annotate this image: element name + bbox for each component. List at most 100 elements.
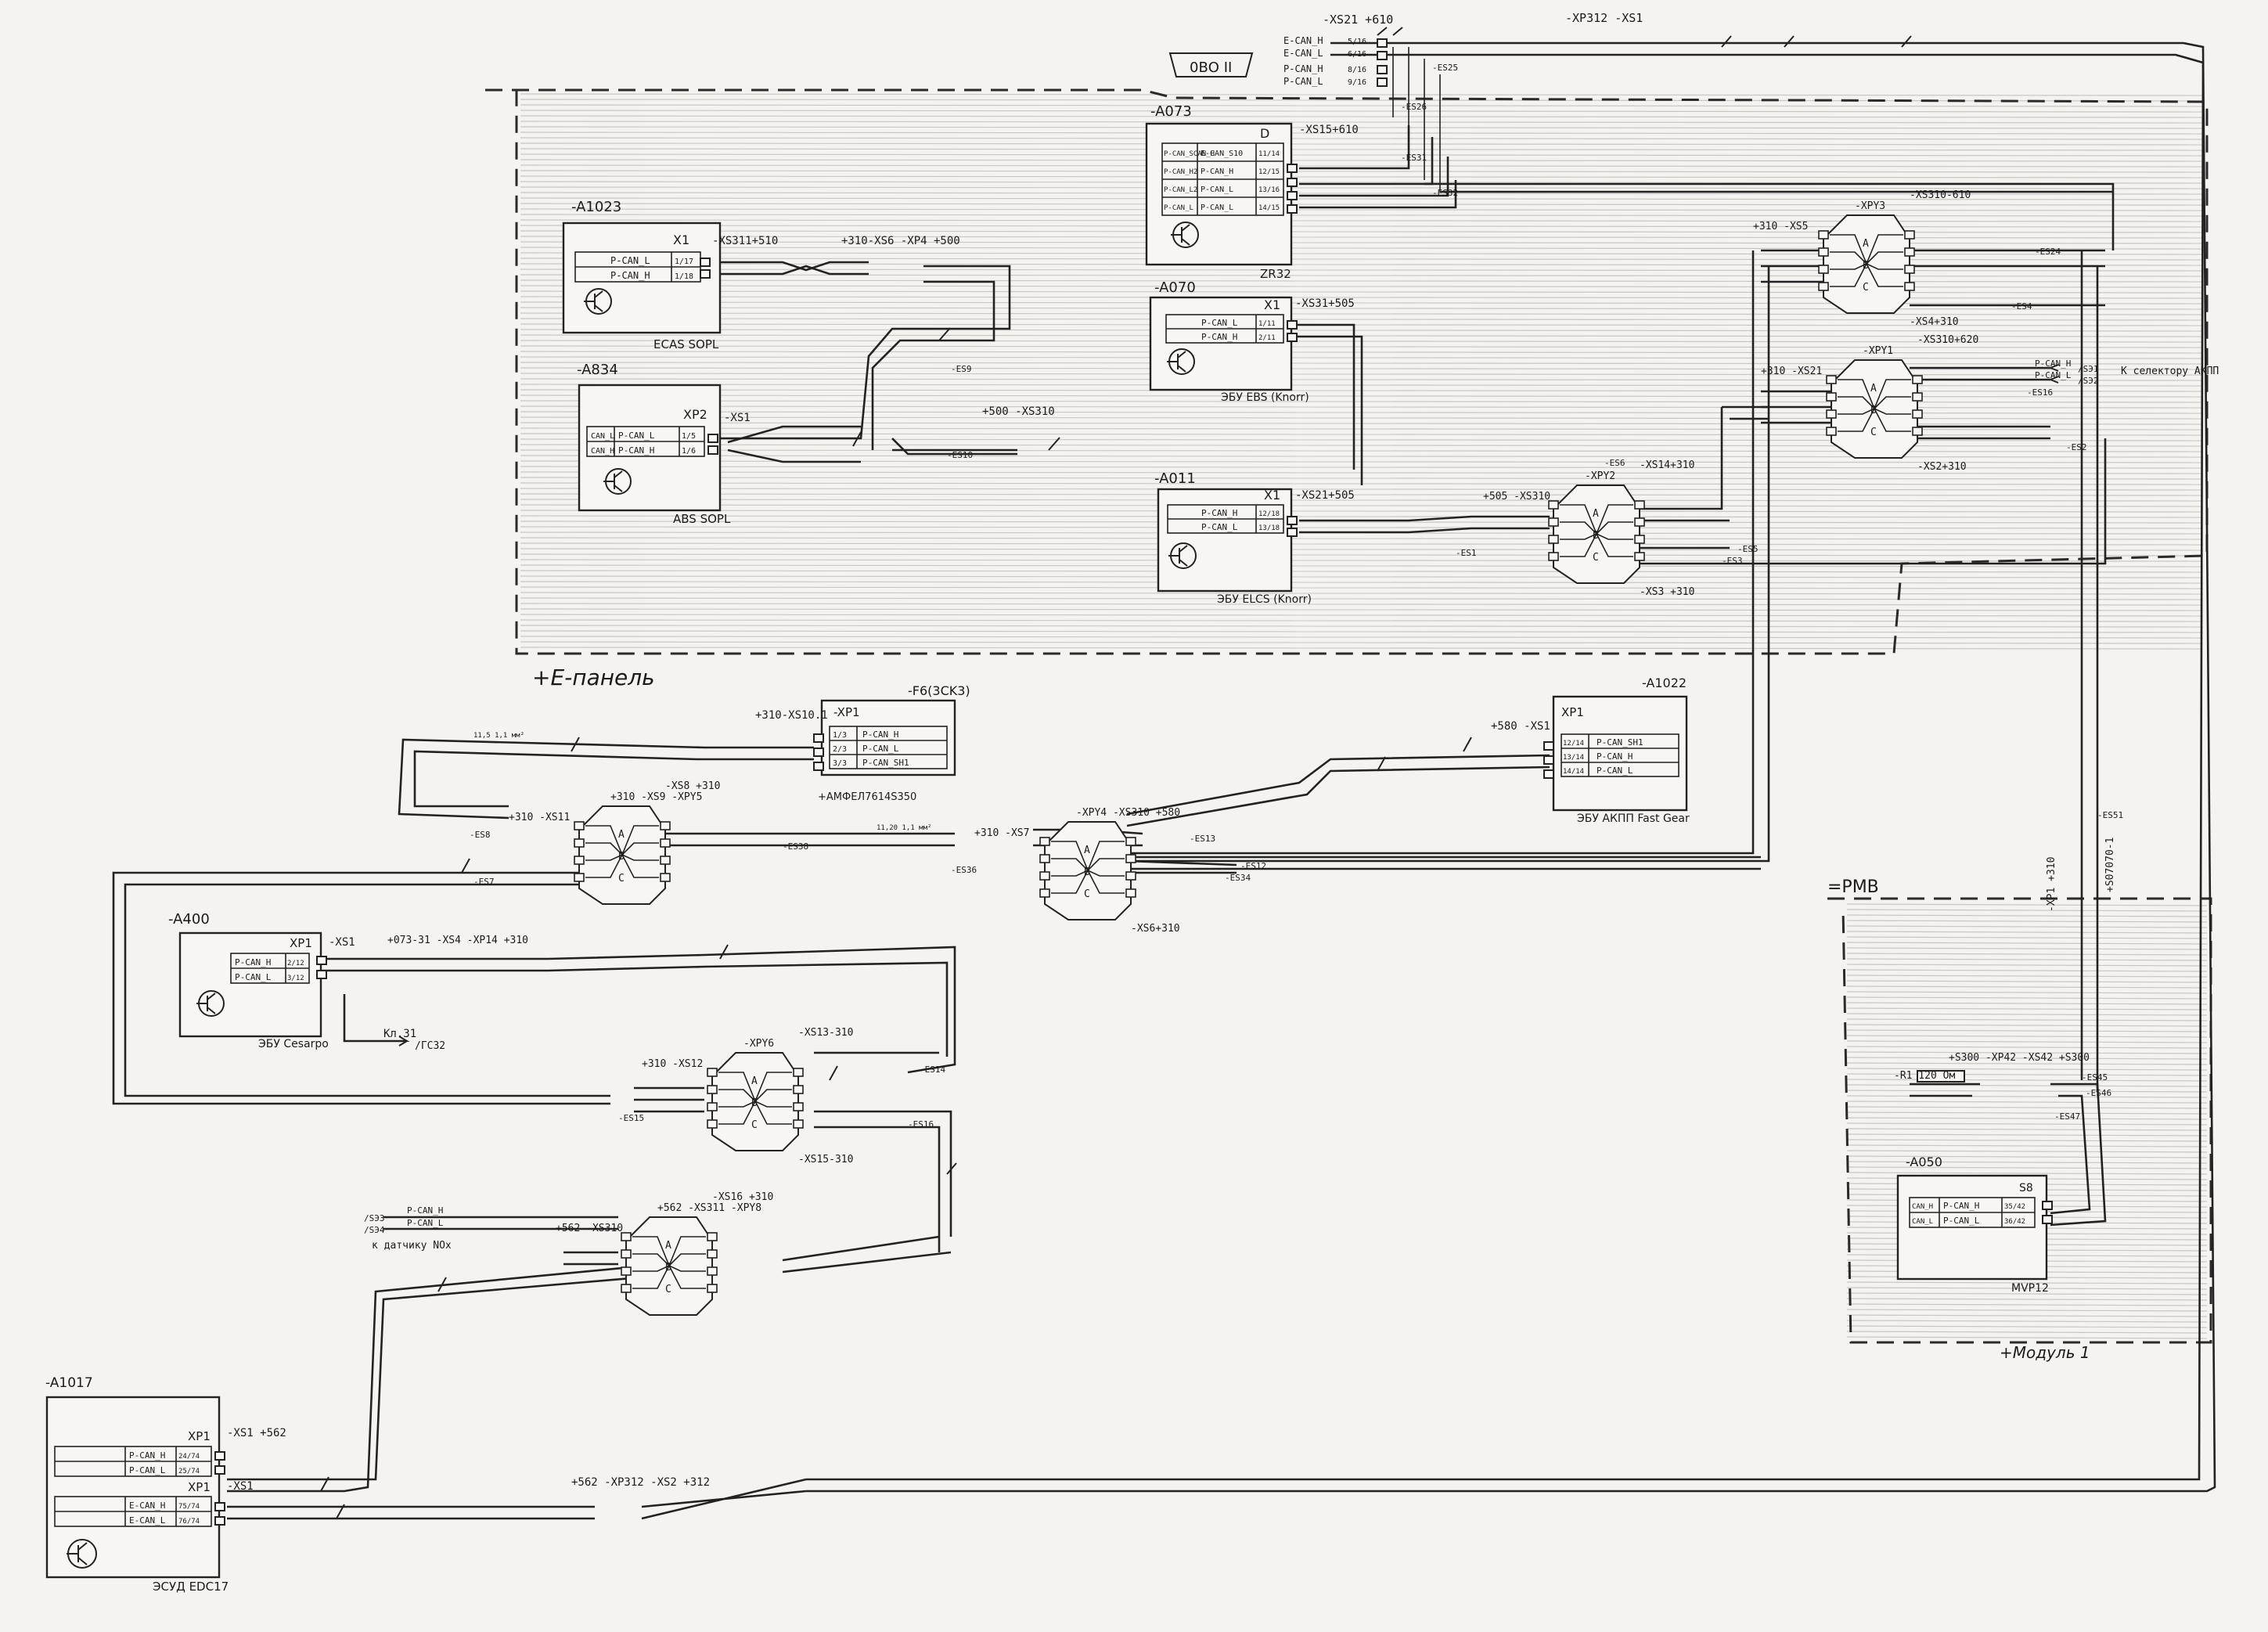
label-kl31: Кл.31 <box>383 1028 416 1040</box>
label-top-conn-a: -XS21 +610 <box>1323 13 1393 27</box>
label-wire-spec2: 11,20 1,1 мм² <box>877 824 931 832</box>
a073-pin4-alias: P-CAN_L <box>1164 204 1193 212</box>
label-k-selector: К селектору АКПП <box>2121 366 2219 377</box>
shield-label: -ES16 <box>2027 387 2053 398</box>
a1022-pin3-signal: P-CAN_L <box>1597 766 1633 776</box>
label-conn-f6: +310-XS10.1 <box>755 709 828 722</box>
shield-label: -ES14 <box>920 1065 945 1075</box>
junction-bottom-label: -XS6+310 <box>1131 923 1180 935</box>
label-pmb-conn2: +S07070-1 <box>2104 838 2116 892</box>
unit-a834-plug: XP2 <box>683 407 707 422</box>
unit-f6-title: +АМФЕЛ7614S350 <box>818 791 916 803</box>
unit-a073: -A073 D P-CAN_SCAN_H E-CAN_S10 11/14 P-C… <box>1145 103 1293 281</box>
shield-label: -ES36 <box>951 865 977 875</box>
unit-a050-plug: S8 <box>2019 1182 2033 1194</box>
a073-pin2-signal: P-CAN_H <box>1201 168 1233 176</box>
label-top-signal-1: E-CAN_H <box>1283 35 1323 46</box>
a1017-pin4-signal: E-CAN_L <box>129 1515 166 1526</box>
unit-a400-plug: XP1 <box>290 936 312 950</box>
label-top-pin-2: 6/16 <box>1348 50 1366 59</box>
label-edc-conn2: -XS1 <box>227 1480 254 1493</box>
junction-pin-letter: C <box>1593 552 1599 564</box>
unit-a050: -A050 S8 CAN_H P-CAN_H 35/42 CAN_L P-CAN… <box>1896 1155 2049 1295</box>
a050-pin2-alias: CAN_L <box>1912 1218 1933 1226</box>
unit-a1017-plug2: XP1 <box>188 1480 211 1494</box>
terminating-resistor <box>1917 1070 1965 1083</box>
a050-pin1-alias: CAN_H <box>1912 1203 1933 1211</box>
label-datchik-signal-2: P-CAN_L <box>407 1218 444 1228</box>
a073-pin4-num: 14/15 <box>1258 204 1280 212</box>
a1017-pin2-signal: P-CAN_L <box>129 1465 166 1475</box>
junction-left-label: +310 -XS5 <box>1753 221 1808 232</box>
junction-bottom-label: -XS4+310 <box>1910 316 1959 328</box>
junction-left-label: +310 -XS12 <box>642 1058 703 1070</box>
unit-f6: -F6(3CK3) -XP1 1/3 P-CAN_H 2/3 P-CAN_L 3… <box>818 683 970 803</box>
junction-pin-letter: B <box>751 1097 758 1109</box>
label-conn-500: +500 -XS310 <box>982 405 1055 418</box>
unit-f6-plug: -XP1 <box>833 705 860 719</box>
shield-label: -ES8 <box>470 830 491 840</box>
shield-label: -ES12 <box>1240 861 1266 871</box>
a400-pin2-signal: P-CAN_L <box>235 972 272 982</box>
junctions: -XPY3-XS310-610+310 -XS5-XS4+310ABC-XPY1… <box>509 189 1978 1316</box>
shield-label: -ES3 <box>1722 556 1743 566</box>
junction-left-label: +310 -XS7 <box>974 827 1029 839</box>
unit-a073-id: -A073 <box>1150 103 1192 120</box>
f6-pin2-num: 2/3 <box>833 745 847 754</box>
a011-pin2-signal: P-CAN_L <box>1201 522 1238 532</box>
arrow-icon <box>2050 364 2059 384</box>
shield-label: -ES2 <box>2066 442 2087 452</box>
unit-a400-id: -A400 <box>168 911 210 928</box>
a050-pin2-num: 36/42 <box>2004 1218 2025 1226</box>
a834-pin1-alias: CAN_L <box>591 432 614 441</box>
unit-a073-plug: D <box>1260 126 1269 141</box>
a050-pin1-signal: P-CAN_H <box>1943 1201 1979 1211</box>
unit-a011-title: ЭБУ ELCS (Knorr) <box>1217 593 1312 606</box>
f6-pin1-num: 1/3 <box>833 731 847 740</box>
a073-pin3-num: 13/16 <box>1258 186 1280 194</box>
shield-label: -ES13 <box>1190 834 1215 844</box>
a834-pin2-alias: CAN_H <box>591 447 614 456</box>
a1017-pin1-num: 24/74 <box>178 1453 200 1461</box>
connector-stubs <box>214 38 2053 1526</box>
unit-a070-title: ЭБУ EBS (Knorr) <box>1221 391 1309 404</box>
junction-id: -XPY6 <box>743 1038 774 1050</box>
label-conn-xs31: -XS31+505 <box>1295 297 1355 310</box>
junction-top-label: -XS310-610 <box>1910 189 1971 201</box>
label-sel-signal-1: P-CAN_H <box>2035 358 2071 369</box>
junction-id: +310 -XS9 -XPY5 <box>610 791 702 803</box>
shield-label: -ES6 <box>1604 458 1625 468</box>
junction-pin-letter: B <box>1870 405 1877 416</box>
shield-label: -ES1 <box>1456 548 1477 558</box>
a073-pin1-alias: P-CAN_SCAN_H <box>1164 150 1215 158</box>
unit-a1017-id: -A1017 <box>45 1375 93 1391</box>
label-datchik-pin1: /SЭ3 <box>364 1213 385 1223</box>
a834-pin2-signal: P-CAN_H <box>618 445 654 456</box>
a834-pin1-signal: P-CAN_L <box>618 431 655 441</box>
junction-id: -XPY1 <box>1863 345 1893 357</box>
f6-pin3-num: 3/3 <box>833 759 847 768</box>
junction-top-label: -XS310+620 <box>1917 334 1978 346</box>
junction-pin-letter: C <box>1863 282 1869 294</box>
shield-label: -ES9 <box>951 364 972 374</box>
junction-bottom-label: -XS2+310 <box>1917 461 1967 473</box>
a073-pin2-num: 12/15 <box>1258 168 1280 176</box>
a011-pin1-num: 12/18 <box>1258 510 1280 518</box>
junction-pin-letter: B <box>618 851 625 863</box>
junction-top-label: -XS13-310 <box>798 1027 853 1039</box>
junction-pin-letter: A <box>1870 383 1877 394</box>
label-edc-bottom: +562 -XP312 -XS2 +312 <box>571 1476 710 1489</box>
label-top-pin-3: 8/16 <box>1348 66 1366 74</box>
unit-a834-title: ABS SOPL <box>673 512 731 526</box>
wires <box>112 41 2216 1520</box>
a1023-pin2-num: 1/18 <box>675 272 693 281</box>
unit-a011-id: -A011 <box>1154 470 1196 487</box>
junction-left-label: +310 -XS11 <box>509 812 570 823</box>
label-conn-xs1-a834: -XS1 <box>724 412 751 424</box>
junction-left-label: +562 -XS310 <box>556 1223 623 1234</box>
unit-a070: -A070 X1 P-CAN_L 1/11 P-CAN_H 2/11 ЭБУ E… <box>1149 279 1309 404</box>
unit-a1022-title: ЭБУ АКПП Fast Gear <box>1577 812 1690 825</box>
